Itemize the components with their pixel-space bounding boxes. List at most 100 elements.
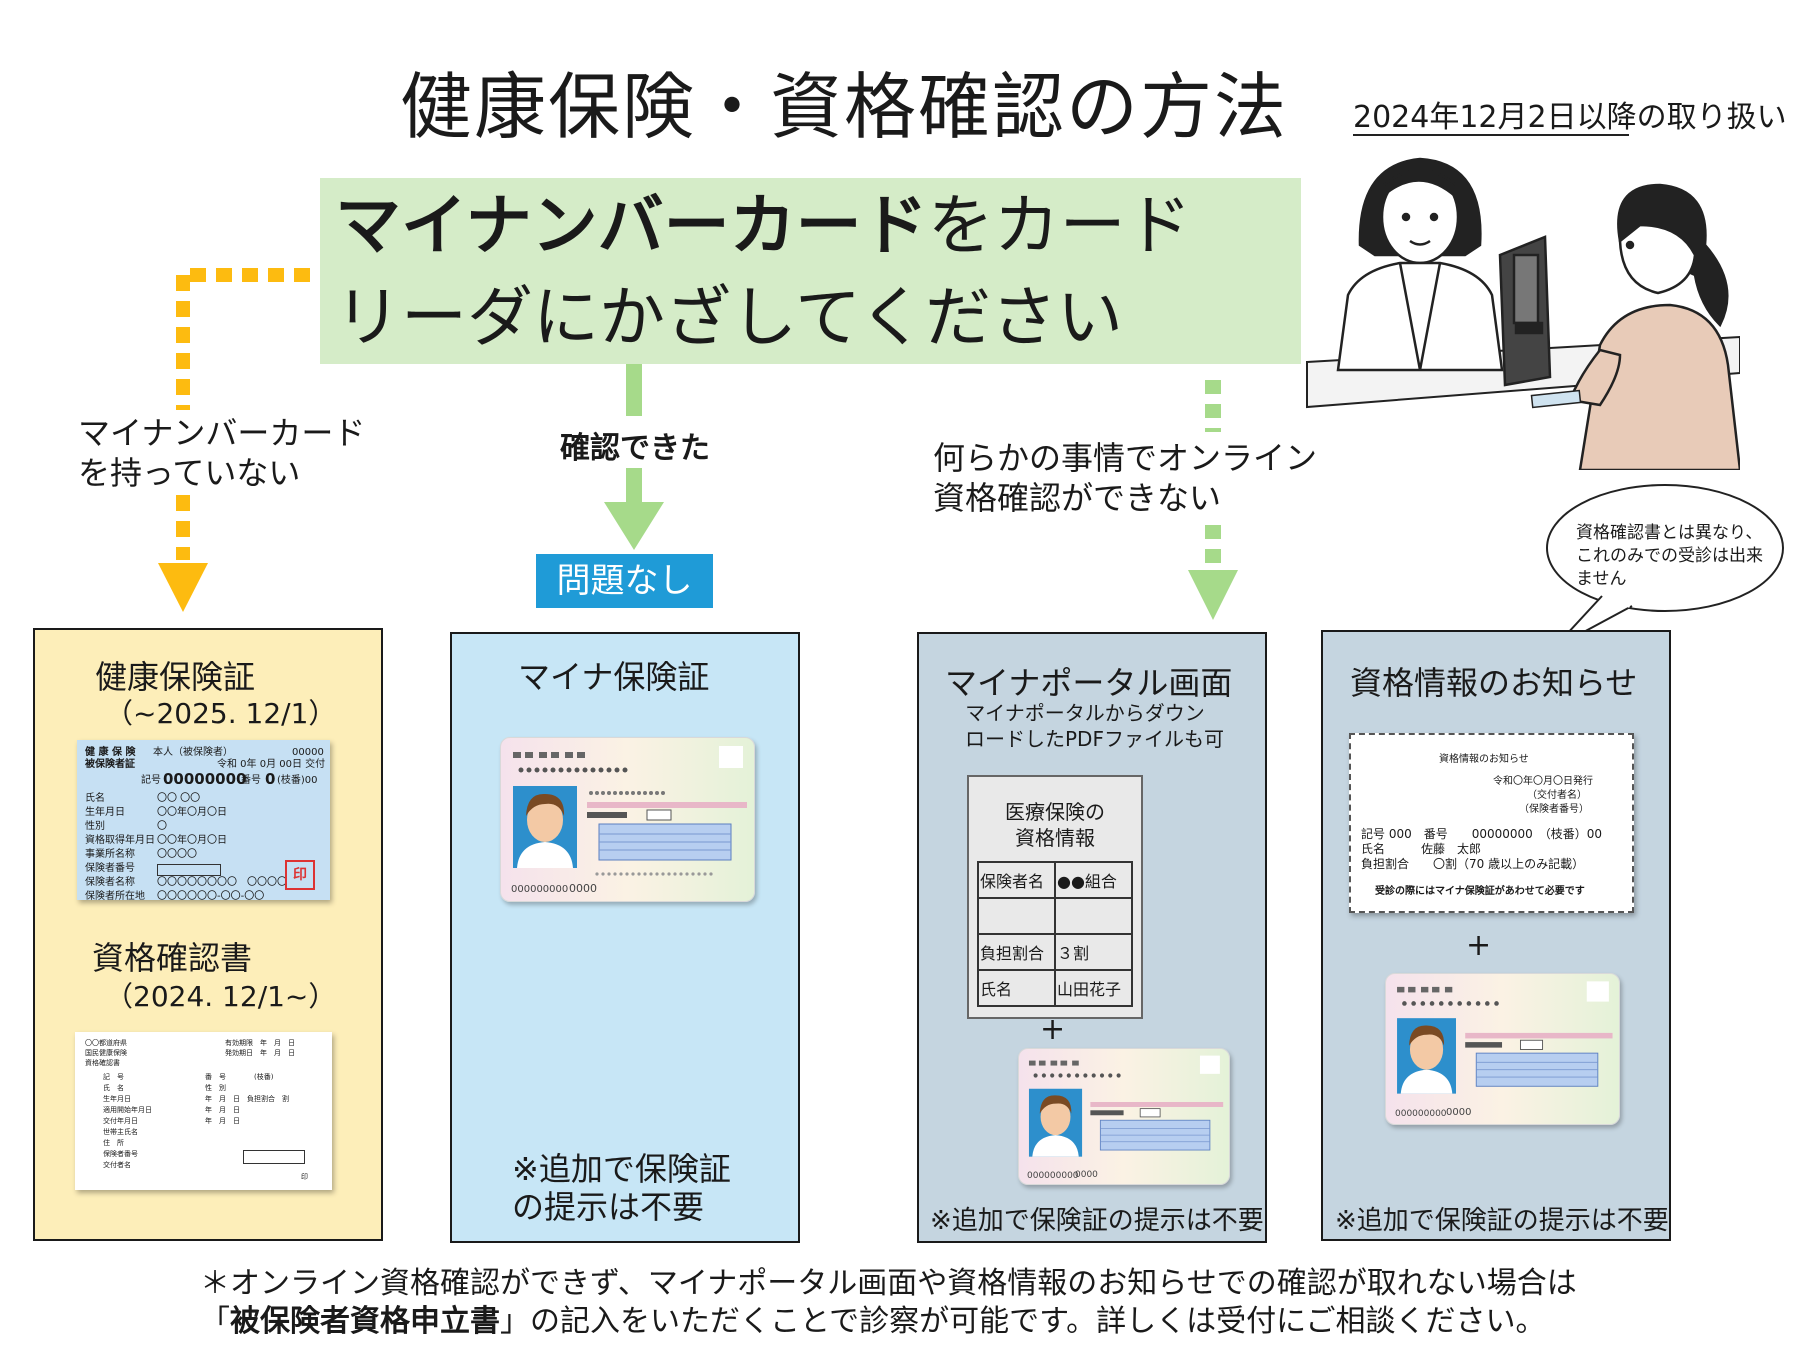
ins-card-issued: 令和 0年 0月 00日 交付 [217,759,326,770]
cert-number-boxes [243,1150,305,1164]
ins-row-value: 〇〇 〇〇 [157,793,201,804]
cert-field-right: 年 月 日 負担割合 割 [205,1095,289,1103]
bubble-line3: ません [1576,569,1627,589]
cert-field-right: 年 月 日 [205,1117,240,1125]
portal-heading-line2: 資格情報 [1015,826,1095,850]
ins-card-num: 00000 [292,747,324,758]
patient-figure [1568,183,1740,470]
cert-field: 交付年月日 [103,1117,138,1125]
ins-row-label: 性別 [85,821,105,832]
portal-cell-value: ３割 [1054,933,1133,971]
footer-line1: ＊オンライン資格確認ができず、マイナポータル画面や資格情報のお知らせでの確認が取… [200,1266,1577,1301]
portal-cell-value: ●●組合 [1054,861,1133,899]
card-number-small: 000000000 [1027,1171,1079,1181]
ins-row-boxes [157,864,221,876]
ins-card-kigou-label: 記号 [141,775,161,786]
footer-line2: 「被保険者資格申立書」の記入をいただくことで診察が可能です。詳しくは受付にご相談… [200,1303,1577,1341]
ins-card-bango: 0 [265,770,276,788]
cert-field: 氏 名 [103,1084,124,1092]
main-instruction-bold: マイナンバーカード [335,187,928,264]
ins-card-bango-label: 番号 [241,775,261,786]
panel-eligibility-notice [1321,630,1671,1241]
green-arrow-shaft-2 [626,468,642,504]
portal-cell-label: 保険者名 [977,861,1056,899]
card-reader-device [1498,235,1552,387]
portal-cell-value: 山田花子 [1054,969,1133,1007]
eligibility-certificate-image: 〇〇都道府県 国民健康保険 資格確認書 有効期限 年 月 日 発効期日 年 月 … [75,1032,332,1190]
label-no-card: マイナンバーカード を持っていない [78,413,365,493]
notice-footer: 受診の際にはマイナ保険証があわせて必要です [1375,886,1585,897]
ins-card-header: 健 康 保 険 [85,747,136,758]
receptionist-figure [1336,157,1504,372]
cert-field-right: 年 月 日 [205,1106,240,1114]
ins-card-type: 本人（被保険者） [153,747,233,758]
notice-heading: 資格情報のお知らせ [1439,754,1529,765]
ins-row-label: 生年月日 [85,807,125,818]
card-number: 000000000 [511,884,569,895]
ins-row-label: 資格取得年月日 [85,835,155,846]
green-arrowhead [604,502,664,550]
ins-row-value: 〇〇年〇月〇日 [157,835,227,846]
card-small-number: 0000 [569,882,597,895]
held-card [1530,389,1582,409]
card-number-panel4: 000000000 [1395,1109,1447,1119]
ins-card-header2: 被保険者証 [85,759,135,770]
cert-seal: 印 [301,1173,308,1181]
label-confirmed: 確認できた [560,431,710,466]
portal-cell-label: 負担割合 [977,933,1056,971]
panel2-note-line2: の提示は不要 [512,1188,705,1226]
label-cannot-line1: 何らかの事情でオンライン [933,439,1318,477]
bubble-line2: これのみでの受診は出来 [1576,546,1763,566]
ins-row-label: 保険者名称 [85,877,135,888]
cert-fields: 記 号 氏 名 生年月日 適用開始年月日 交付年月日 世帯主氏名 住 所 保険者… [103,1072,152,1171]
cert-field-right: 番 号 (枝番) [205,1073,274,1081]
label-no-card-line1: マイナンバーカード [78,414,366,452]
cert-field: 世帯主氏名 [103,1128,138,1136]
panel4-plus: + [1466,928,1492,963]
panel2-title: マイナ保険証 [518,658,710,696]
ins-row-value: 〇〇〇〇〇〇-〇〇-〇〇 [157,891,265,902]
date-underline [1353,134,1629,136]
mynumber-card-image-small: 000000000 0000 [1018,1048,1230,1185]
cert-field: 住 所 [103,1139,124,1147]
notice-issuer: （交付者名） [1527,790,1587,801]
green-dotted-arrowhead [1188,570,1238,620]
panel1-title-insurance-card: 健康保険証 [95,658,256,696]
panel1-title-cert: 資格確認書 [92,939,253,977]
yellow-arrowhead [158,563,208,612]
panel4-title: 資格情報のお知らせ [1350,664,1638,702]
yellow-dotted-arrow [176,268,310,560]
portal-heading-line1: 医療保険の [1005,800,1105,824]
panel4-note: ※追加で保険証の提示は不要 [1335,1206,1669,1236]
notice-insurer-no: （保険者番号） [1519,804,1589,815]
cert-field-right: 性 別 [205,1084,226,1092]
cert-fields-right: 番 号 (枝番) 性 別 年 月 日 負担割合 割 年 月 日 年 月 日 [205,1072,289,1127]
footer-line2-open: 「 [200,1304,230,1339]
main-instruction-text: マイナンバーカードをカード リーダにかざしてください [335,180,1192,364]
reception-illustration [1306,157,1740,470]
date-note: 2024年12月2日以降の取り扱い [1353,100,1787,135]
label-cannot-confirm: 何らかの事情でオンライン 資格確認ができない [933,438,1317,518]
notice-line2: 氏名 佐藤 太郎 [1361,842,1482,856]
cert-header-line: 国民健康保険 [85,1049,127,1057]
insurance-card-image: 健 康 保 険 被保険者証 本人（被保険者） 00000 令和 0年 0月 00… [77,740,330,902]
mynumber-card-graphic [513,746,747,876]
label-cannot-line2: 資格確認ができない [933,479,1222,517]
cert-header: 〇〇都道府県 国民健康保険 資格確認書 [85,1038,127,1068]
mynumber-card-image-panel4: 000000000 0000 [1385,973,1620,1125]
ins-row-label: 保険者所在地 [85,891,145,902]
ins-card-edaban: (枝番)00 [277,775,318,786]
notice-line1: 記号 000 番号 00000000 （枝番）00 [1361,827,1603,841]
panel3-sub-line2: ロードしたPDFファイルも可 [965,727,1224,751]
portal-cell-value [1054,897,1133,935]
ins-row-label: 保険者番号 [85,863,135,874]
cert-date-line: 有効期限 年 月 日 [225,1039,295,1047]
panel1-sub-cert: （2024. 12/1~） [105,980,337,1013]
result-ok-badge: 問題なし [536,554,713,608]
ins-row-label: 事業所名称 [85,849,135,860]
label-no-card-line2: を持っていない [78,454,301,492]
bubble-line1: 資格確認書とは異なり、 [1576,523,1763,543]
main-instruction-rest: をカード [927,187,1192,264]
cert-field: 交付者名 [103,1161,131,1169]
